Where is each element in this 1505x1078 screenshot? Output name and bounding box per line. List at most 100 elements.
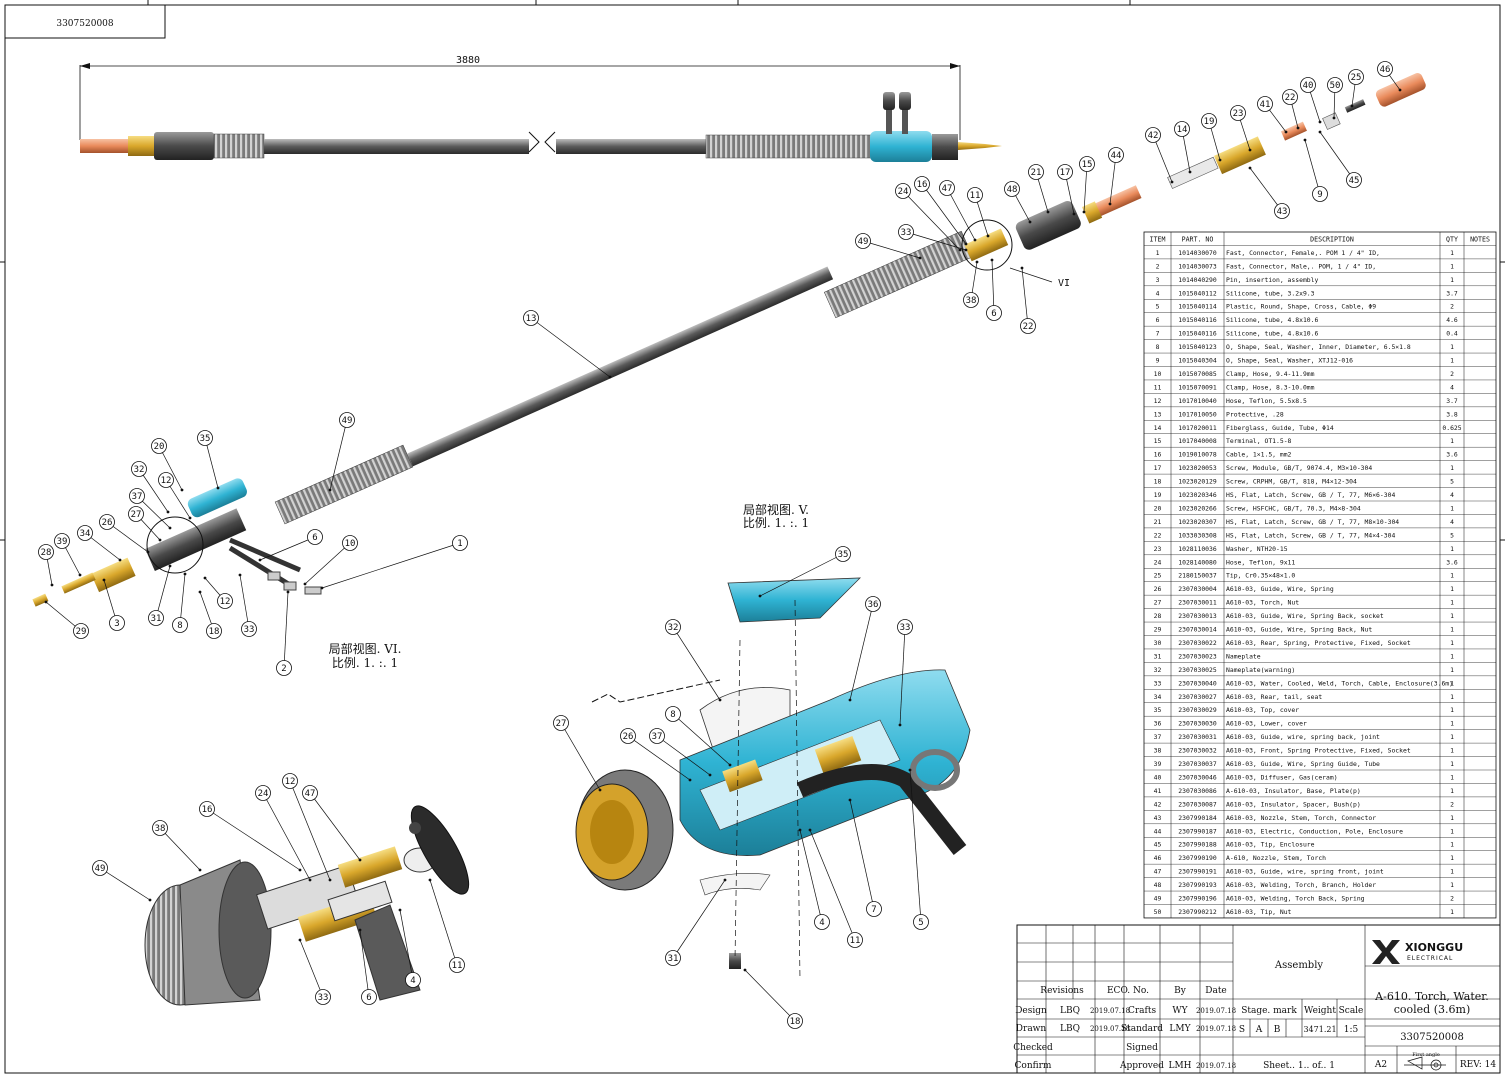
bom-item: 2 <box>1156 262 1160 270</box>
callout-41: 41 <box>1257 96 1288 134</box>
callout-15: 15 <box>1079 156 1095 214</box>
callout-22: 22 <box>1282 89 1300 130</box>
bom-qty: 1 <box>1450 693 1454 701</box>
stage-mark-label: Stage. mark <box>1241 1006 1297 1016</box>
corner-number-box: 3307520008 <box>4 4 166 39</box>
callout-number: 7 <box>871 905 876 915</box>
bom-item: 17 <box>1154 464 1162 472</box>
bom-item: 14 <box>1154 424 1162 432</box>
callout-17: 17 <box>1057 164 1076 216</box>
bom-item: 3 <box>1156 276 1160 284</box>
bom-part-no: 2307030027 <box>1178 693 1217 701</box>
bom-item: 50 <box>1154 908 1162 916</box>
bom-description: A610-03, Guide, wire, spring back, joint <box>1226 733 1380 741</box>
callout-34: 34 <box>77 525 122 562</box>
bom-part-no: 2307030014 <box>1178 626 1217 634</box>
callouts: 1236891011121314151617181920212223242526… <box>38 61 1402 1029</box>
bom-qty: 3.7 <box>1446 289 1458 297</box>
detail-view-v: 局部视图. V. 比例. 1. :. 1 <box>575 502 971 981</box>
bom-qty: 1 <box>1450 706 1454 714</box>
bom-qty: 1 <box>1450 652 1454 660</box>
callout-number: 41 <box>1260 100 1271 110</box>
callout-vi-38: 38 <box>152 820 202 872</box>
bom-part-no: 2307030013 <box>1178 612 1217 620</box>
callout-number: 6 <box>366 993 371 1003</box>
bom-part-no: 1015040116 <box>1178 330 1217 338</box>
bom-description: Fast, Connector, Female,. POM 1 / 4" ID, <box>1226 249 1380 257</box>
callout-29: 29 <box>44 600 89 639</box>
company-logo: XIONGGU ELECTRICAL <box>1372 940 1463 964</box>
callout-25: 25 <box>1348 69 1364 108</box>
callout-1: 1 <box>320 535 468 590</box>
bom-description: A610-03, Rear, tail, seat <box>1226 693 1322 701</box>
bom-description: A610-03, Diffuser, Gas(ceram) <box>1226 773 1338 781</box>
part-title-2: cooled (3.6m) <box>1394 1003 1470 1016</box>
bom-item: 21 <box>1154 518 1162 526</box>
callout-31: 31 <box>148 564 172 626</box>
bom-qty: 1 <box>1450 572 1454 580</box>
callout-14: 14 <box>1174 121 1192 174</box>
bom-part-no: 1015040123 <box>1178 343 1217 351</box>
bom-qty: 1 <box>1450 262 1454 270</box>
bom-part-no: 1028140080 <box>1178 558 1217 566</box>
bom-part-no: 2307990187 <box>1178 827 1217 835</box>
approved-label: Approved <box>1119 1061 1164 1071</box>
callout-42: 42 <box>1145 127 1174 184</box>
scale-value: 1:5 <box>1344 1025 1359 1035</box>
bom-part-no: 1023020129 <box>1178 478 1217 486</box>
bom-part-no: 1023020307 <box>1178 518 1217 526</box>
callout-number: 49 <box>95 864 106 874</box>
bom-part-no: 2307030087 <box>1178 800 1217 808</box>
bom-qty: 1 <box>1450 545 1454 553</box>
checked-label: Checked <box>1013 1043 1053 1053</box>
bom-description: A610-03, Top, cover <box>1226 706 1299 714</box>
bom-description: A610-03, Guide, wire, spring front, join… <box>1226 868 1384 876</box>
bom-item: 42 <box>1154 800 1162 808</box>
callout-vi-47: 47 <box>302 785 362 862</box>
bom-description: A610-03, Water, Cooled, Weld, Torch, Cab… <box>1226 679 1453 687</box>
bom-qty: 4 <box>1450 491 1454 499</box>
bom-part-no: 1014030073 <box>1178 262 1217 270</box>
callout-number: 33 <box>244 625 255 635</box>
bom-description: A-610-03, Insulator, Base, Plate(p) <box>1226 787 1361 795</box>
callout-27: 27 <box>128 506 162 542</box>
callout-50: 50 <box>1327 77 1343 120</box>
stage-b: B <box>1274 1025 1281 1035</box>
bom-qty: 1 <box>1450 814 1454 822</box>
view-marker-vi: VI <box>1009 267 1070 289</box>
callout-number: 12 <box>161 476 172 486</box>
bom-part-no: 2307990184 <box>1178 814 1217 822</box>
callout-number: 18 <box>209 627 220 637</box>
bom-item: 39 <box>1154 760 1162 768</box>
callout-number: 4 <box>819 918 824 928</box>
callout-3: 3 <box>102 578 125 631</box>
callout-20: 20 <box>151 438 184 492</box>
callout-number: 18 <box>790 1017 801 1027</box>
callout-26: 26 <box>99 514 150 554</box>
bom-part-no: 2307030040 <box>1178 679 1217 687</box>
callout-number: 39 <box>57 537 68 547</box>
bom-qty: 1 <box>1450 787 1454 795</box>
callout-number: 26 <box>623 732 634 742</box>
bom-part-no: 1015040112 <box>1178 289 1217 297</box>
bom-item: 8 <box>1156 343 1160 351</box>
bom-item: 45 <box>1154 841 1162 849</box>
title-block: Revisions ECO. No. By Date Design LBQ 20… <box>1013 924 1501 1074</box>
callout-vi-33: 33 <box>298 938 331 1005</box>
bom-item: 48 <box>1154 881 1162 889</box>
dimension-3880: 3880 <box>456 55 480 66</box>
bom-qty: 3.7 <box>1446 397 1458 405</box>
callout-number: 27 <box>556 719 567 729</box>
